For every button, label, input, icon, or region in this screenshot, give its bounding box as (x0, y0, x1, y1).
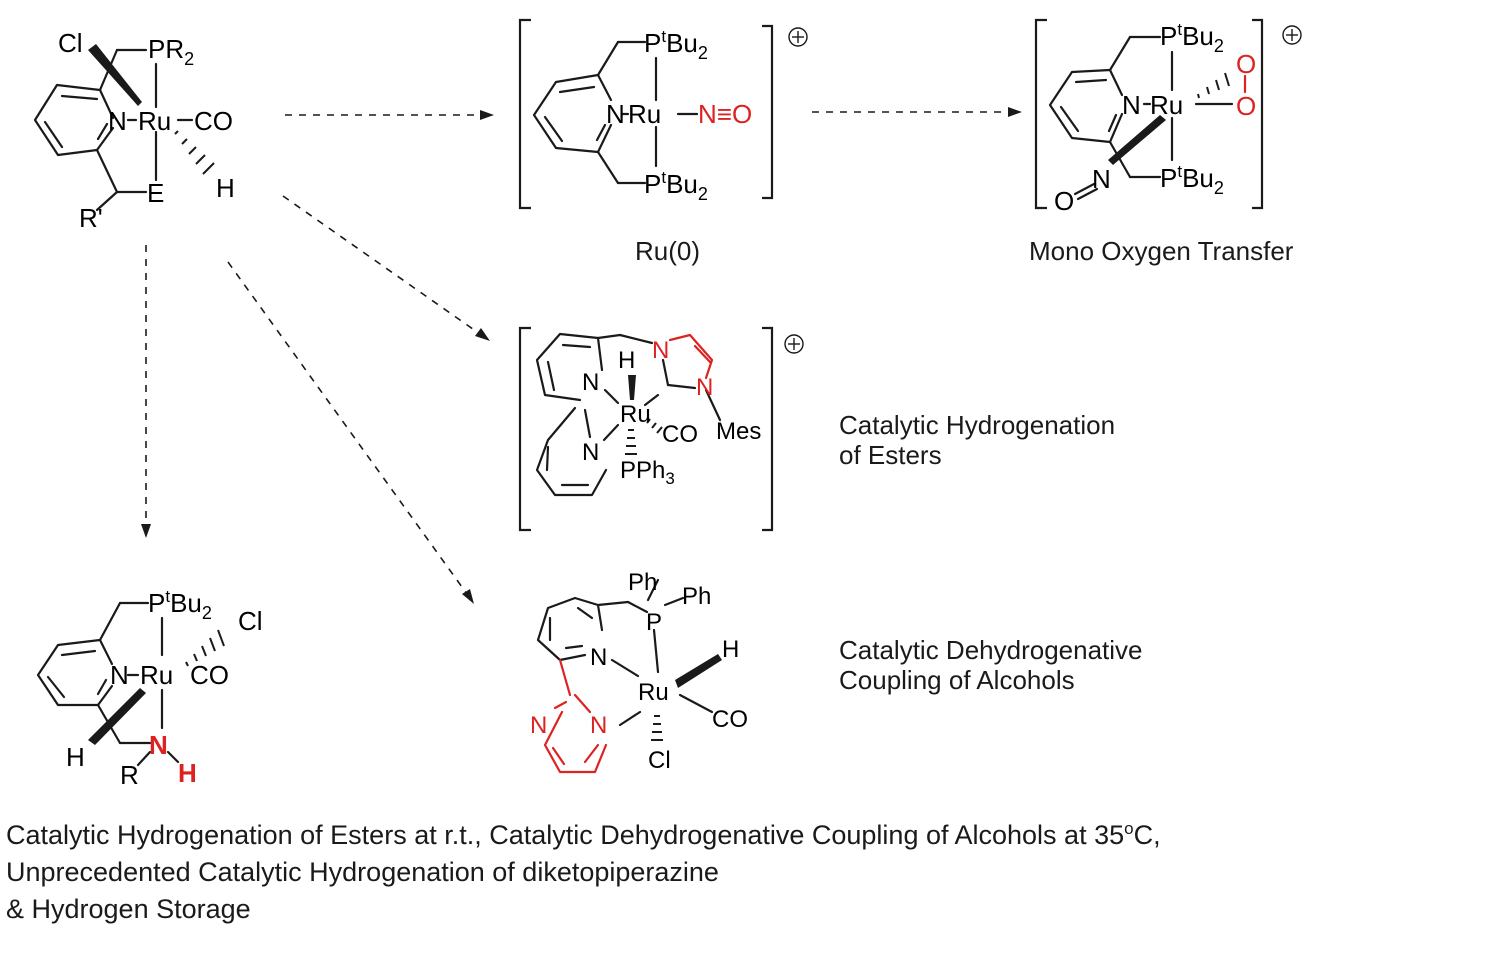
n-lower: N (582, 439, 599, 466)
co-ligand: CO (194, 106, 233, 136)
reaction-arrows (141, 107, 1022, 604)
co-ligand: CO (712, 706, 748, 733)
ptbu2-top: PtBu2 (644, 27, 708, 63)
ru-atom: Ru (138, 106, 171, 136)
h-atom: H (722, 636, 739, 663)
nh-n-atom: N (149, 730, 168, 760)
nitrosyl-ligand: N≡O (698, 99, 752, 129)
label-hydrogenation-line1: Catalytic Hydrogenation (839, 410, 1116, 440)
p-atom: P (646, 609, 662, 636)
nhc-n2: N (696, 374, 713, 401)
ru0-nitrosyl-complex: N Ru N≡O PtBu2 PtBu2 (518, 18, 808, 210)
n-atom: N (606, 99, 625, 129)
footer-line-1: Catalytic Hydrogenation of Esters at r.t… (6, 819, 1161, 850)
label-mono-oxygen: Mono Oxygen Transfer (1029, 236, 1294, 266)
mes-group: Mes (716, 418, 761, 445)
ru-atom: Ru (620, 401, 651, 428)
nhc-n1: N (652, 337, 669, 364)
r-prime-atom: R' (79, 203, 103, 233)
ptbu2-bottom: PtBu2 (644, 168, 708, 204)
pph3-ligand: PPh3 (620, 457, 675, 488)
n-nitrosyl: N (1092, 164, 1111, 194)
pr2-atom: PR2 (148, 34, 194, 69)
cation-charge-icon (788, 27, 808, 47)
co-ligand: CO (190, 660, 229, 690)
n-atom: N (1122, 90, 1141, 120)
h-atom: H (216, 173, 235, 203)
pnn-amine-complex: N Ru CO Cl H N H R PtBu2 (36, 587, 263, 790)
pyrimidine-n2: N (590, 712, 607, 739)
oxygen-bottom: O (1236, 91, 1256, 121)
ph-1: Ph (628, 569, 657, 596)
arrow-to-pyrimidine (227, 261, 468, 595)
footer-summary: Catalytic Hydrogenation of Esters at r.t… (6, 810, 1161, 928)
label-dehydrogenative-line2: Coupling of Alcohols (839, 665, 1075, 695)
ru-atom: Ru (1150, 90, 1183, 120)
n-pyridine: N (590, 644, 607, 671)
peroxo-complex: N Ru O O N O PtBu2 PtBu2 (1034, 18, 1302, 216)
cl-atom: Cl (648, 747, 671, 774)
ptbu2-bottom: PtBu2 (1160, 162, 1224, 198)
co-ligand: CO (662, 421, 698, 448)
o-nitrosyl: O (1054, 186, 1074, 216)
cl-atom: Cl (238, 606, 263, 636)
label-hydrogenation-line2: of Esters (839, 440, 942, 470)
h-atom: H (66, 742, 85, 772)
ptbu2-top: PtBu2 (1160, 20, 1224, 56)
nh-h-atom: H (178, 758, 197, 788)
oxygen-top: O (1236, 49, 1256, 79)
label-dehydrogenative-line1: Catalytic Dehydrogenative (839, 635, 1143, 665)
n-upper: N (582, 369, 599, 396)
ptbu2-atom: PtBu2 (148, 587, 212, 623)
n-atom: N (110, 660, 129, 690)
parent-complex: Cl PR2 N Ru CO H E R' (33, 28, 235, 233)
ru-atom: Ru (638, 679, 669, 706)
n-atom: N (108, 106, 127, 136)
r-atom: R (120, 760, 139, 790)
cation-charge-icon (784, 334, 804, 354)
pnn-pyrimidine-complex: N P Ph Ph Ru H CO Cl N N (530, 569, 748, 774)
nhc-bipyridine-complex: N N H Ru N N CO Mes PPh3 (518, 326, 804, 532)
ru-atom: Ru (140, 660, 173, 690)
ph-2: Ph (682, 583, 711, 610)
arrow-to-nhc (282, 195, 481, 335)
cl-atom: Cl (58, 28, 83, 58)
footer-line-3: & Hydrogen Storage (6, 894, 251, 924)
label-ru0: Ru(0) (635, 236, 701, 266)
e-atom: E (147, 178, 164, 208)
ru-atom: Ru (628, 99, 661, 129)
h-atom: H (618, 347, 635, 374)
pyrimidine-n1: N (530, 712, 547, 739)
cation-charge-icon (1282, 25, 1302, 45)
footer-line-2: Unprecedented Catalytic Hydrogenation of… (6, 857, 719, 887)
